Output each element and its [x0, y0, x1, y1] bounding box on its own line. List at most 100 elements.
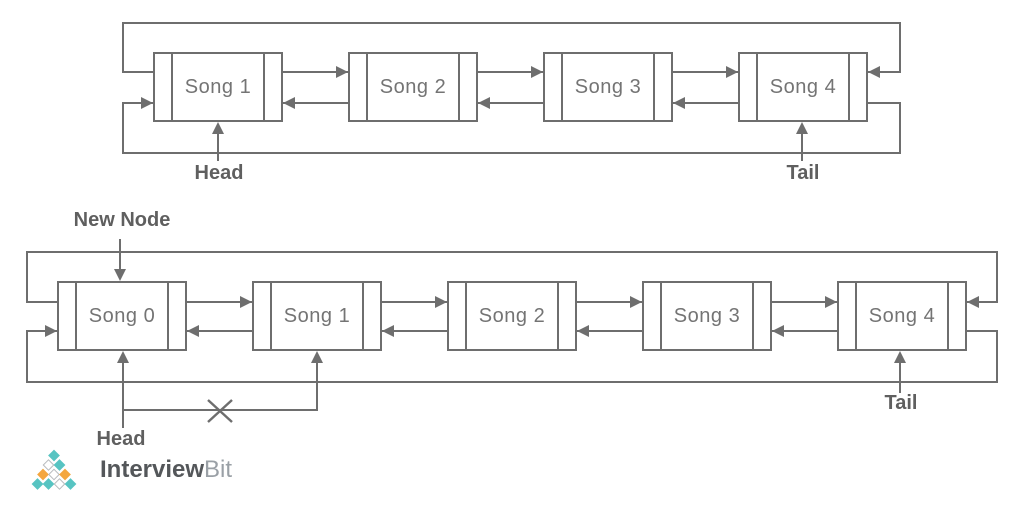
connector-line [186, 330, 253, 332]
prev-pointer-cell-divider [756, 54, 758, 120]
arrowhead-right-icon [825, 296, 837, 308]
next-pointer-cell-divider [947, 283, 949, 349]
arrowhead-right-icon [435, 296, 447, 308]
prev-pointer-cell-divider [465, 283, 467, 349]
connector-line [381, 301, 448, 303]
arrowhead-right-icon [726, 66, 738, 78]
connector-line [672, 102, 739, 104]
node-label: Song 3 [574, 75, 642, 98]
connector-line [966, 330, 998, 332]
node-label: Song 4 [769, 75, 837, 98]
prev-pointer-cell-divider [366, 54, 368, 120]
connector-line [316, 355, 318, 411]
next-pointer-cell-divider [653, 54, 655, 120]
node-label: Song 0 [88, 304, 156, 327]
arrowhead-right-icon [141, 97, 153, 109]
logo-text-primary: Interview [100, 456, 205, 483]
connector-line [122, 409, 318, 411]
interviewbit-logo: InterviewBit [30, 449, 232, 491]
connector-line [26, 251, 28, 303]
head-pointer-label: Head [96, 428, 146, 450]
node-label: Song 1 [283, 304, 351, 327]
next-pointer-cell-divider [263, 54, 265, 120]
connector-line [26, 330, 28, 383]
interviewbit-wordmark: InterviewBit [100, 449, 232, 491]
tail-pointer-label: Tail [786, 162, 820, 184]
interviewbit-pyramid-icon [31, 449, 77, 490]
song-node: Song 2 [447, 281, 577, 351]
connector-line [122, 71, 154, 73]
connector-line [867, 71, 901, 73]
connector-line [899, 22, 901, 73]
prev-pointer-cell-divider [171, 54, 173, 120]
connector-line [381, 330, 448, 332]
song-node: Song 3 [642, 281, 772, 351]
logo-diamond-teal [42, 478, 55, 490]
arrowhead-right-icon [630, 296, 642, 308]
crossed-out-pointer-icon [207, 399, 233, 423]
prev-pointer-cell-divider [561, 54, 563, 120]
node-label: Song 2 [478, 304, 546, 327]
arrowhead-right-icon [240, 296, 252, 308]
connector-line [26, 330, 58, 332]
connector-line [26, 301, 58, 303]
next-pointer-cell-divider [557, 283, 559, 349]
arrowhead-down-icon [114, 269, 126, 281]
arrowhead-left-icon [187, 325, 199, 337]
connector-line [576, 301, 643, 303]
connector-line [996, 251, 998, 303]
logo-diamond-teal [48, 449, 60, 462]
arrowhead-up-icon [796, 122, 808, 134]
connector-line [867, 102, 901, 104]
arrowhead-left-icon [478, 97, 490, 109]
new-node-pointer-label: New Node [73, 209, 171, 231]
logo-diamond-teal [31, 478, 44, 490]
arrowhead-left-icon [868, 66, 880, 78]
arrowhead-left-icon [967, 296, 979, 308]
connector-line [282, 102, 349, 104]
arrowhead-left-icon [577, 325, 589, 337]
logo-text-secondary: Bit [204, 456, 233, 483]
connector-line [801, 125, 803, 161]
node-label: Song 1 [184, 75, 252, 98]
connector-line [771, 301, 838, 303]
next-pointer-cell-divider [167, 283, 169, 349]
node-label: Song 2 [379, 75, 447, 98]
connector-line [576, 330, 643, 332]
song-node: Song 1 [153, 52, 283, 122]
prev-pointer-cell-divider [270, 283, 272, 349]
arrowhead-left-icon [382, 325, 394, 337]
node-label: Song 3 [673, 304, 741, 327]
tail-pointer-label: Tail [884, 392, 918, 414]
logo-diamond-white [48, 468, 60, 481]
connector-line [899, 102, 901, 154]
connector-line [26, 251, 998, 253]
connector-line [122, 152, 901, 154]
arrowhead-up-icon [311, 351, 323, 363]
connector-line [119, 239, 121, 278]
logo-diamond-white [42, 459, 55, 471]
arrowhead-up-icon [212, 122, 224, 134]
connector-line [477, 71, 544, 73]
connector-line [122, 22, 901, 24]
connector-line [966, 301, 998, 303]
song-node: Song 1 [252, 281, 382, 351]
connector-line [217, 125, 219, 161]
logo-diamond-orange [59, 468, 71, 481]
connector-line [122, 102, 124, 154]
logo-diamond-teal [53, 459, 66, 471]
arrowhead-left-icon [283, 97, 295, 109]
connector-line [771, 330, 838, 332]
arrowhead-left-icon [673, 97, 685, 109]
node-label: Song 4 [868, 304, 936, 327]
logo-diamond-orange [37, 468, 49, 481]
connector-line [186, 301, 253, 303]
arrowhead-up-icon [117, 351, 129, 363]
connector-line [122, 355, 124, 428]
arrowhead-right-icon [45, 325, 57, 337]
song-node: Song 0 [57, 281, 187, 351]
song-node: Song 4 [738, 52, 868, 122]
next-pointer-cell-divider [848, 54, 850, 120]
